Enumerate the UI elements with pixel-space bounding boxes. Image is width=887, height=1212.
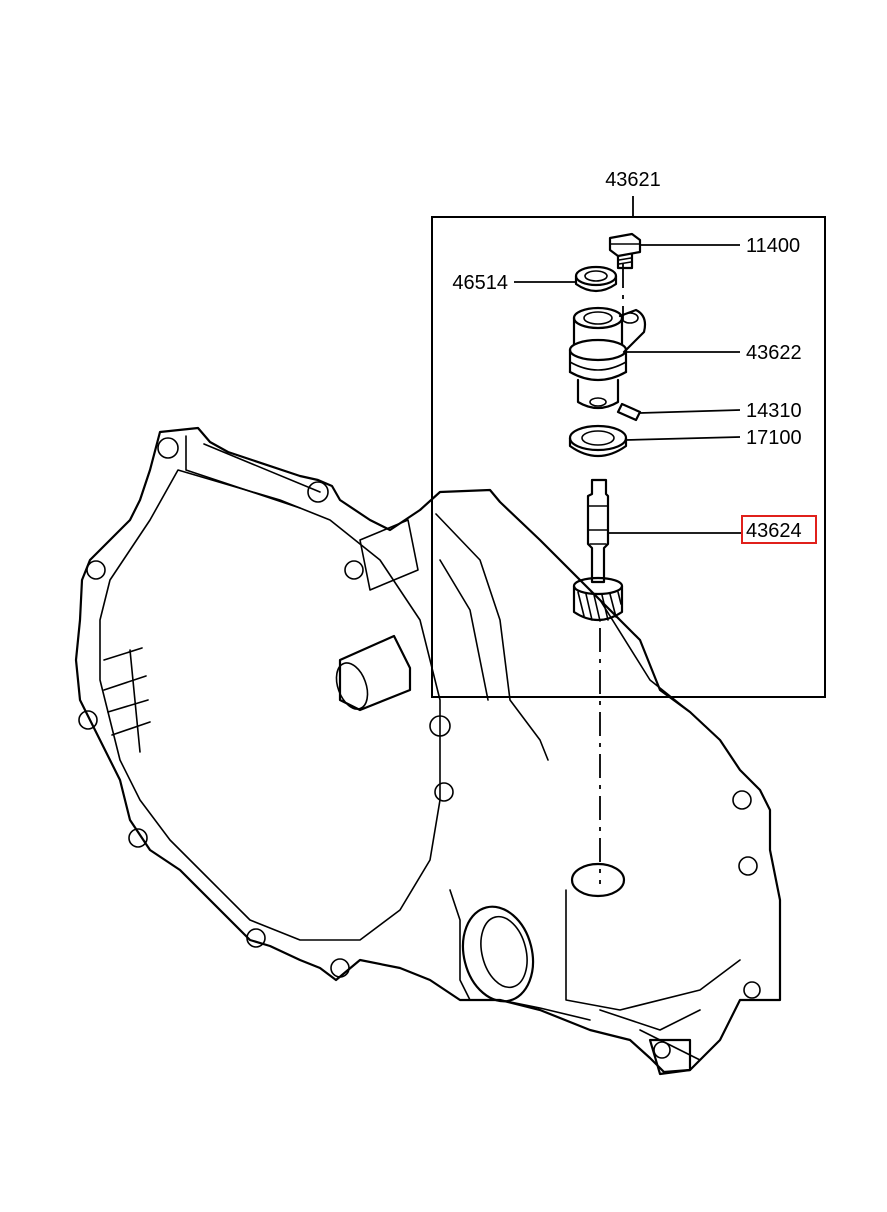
part-number-43624[interactable]: 43624	[746, 520, 802, 542]
sleeve-icon	[568, 306, 647, 410]
oil-seal-icon	[568, 424, 628, 457]
assembly-frame	[431, 216, 826, 698]
part-number-46514[interactable]: 46514	[452, 272, 508, 294]
assembly-label[interactable]: 43621	[605, 169, 661, 191]
highlight-box	[741, 515, 817, 544]
part-number-11400[interactable]: 11400	[746, 235, 800, 257]
bolt-icon	[608, 232, 642, 270]
driven-gear-shaft-icon	[572, 478, 624, 622]
part-number-17100[interactable]: 17100	[746, 427, 802, 449]
o-ring-icon	[574, 265, 618, 293]
transmission-housing	[74, 426, 782, 1076]
part-number-43622[interactable]: 43622	[746, 342, 802, 364]
part-number-14310[interactable]: 14310	[746, 400, 802, 422]
pin-icon	[616, 402, 642, 422]
